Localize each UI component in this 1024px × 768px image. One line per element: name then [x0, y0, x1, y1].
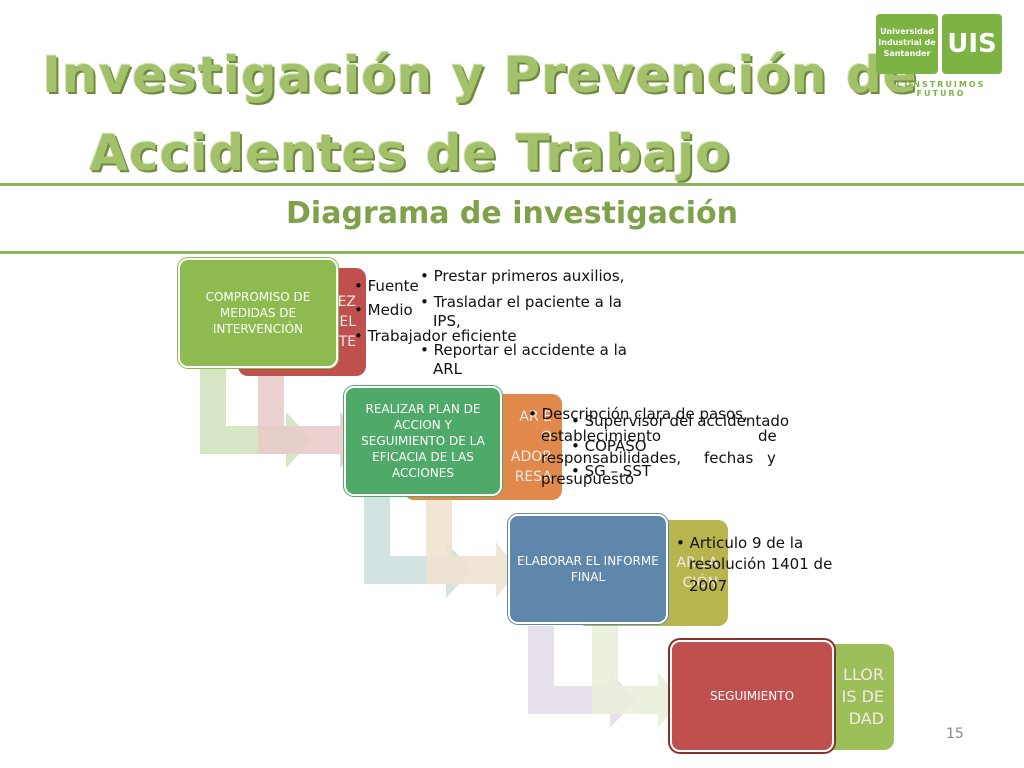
title-line-2: Accidentes de Trabajo — [89, 124, 731, 182]
step-2-outer-text-3: de — [758, 427, 777, 445]
logo-name-line-3: Santander — [883, 49, 931, 58]
step-1-outer-bullet-4: Reportar el accidente a la — [420, 340, 627, 360]
page-number: 15 — [946, 726, 964, 742]
step-3-back-text-1: AR LA — [676, 555, 718, 571]
top-divider — [0, 183, 1024, 186]
step-2-back-text-4: RESA — [514, 469, 552, 485]
step-1-outer-text-5: ARL — [433, 360, 463, 378]
step-1-inner-bullet-2: Medio — [354, 300, 413, 320]
step-4-label: SEGUIMIENTO — [709, 689, 795, 703]
step-1-outer-bullet-2: Trasladar el paciente a la — [420, 292, 622, 312]
step-2-inner-bullet-2: COPASO — [571, 436, 647, 456]
step-2-inner-bullet-1: Supervisor del accidentado — [571, 411, 790, 431]
step-3-bullet-1: Articulo 9 de la — [676, 533, 804, 553]
step-3-front-box: ELABORAR EL INFORME FINAL — [508, 514, 668, 624]
step-2-outer-text-5: fechas — [704, 449, 754, 467]
step-4-back-text-3: DAD — [848, 709, 884, 728]
title-line-1: Investigación y Prevención de — [42, 46, 918, 104]
step-1-outer-bullet-1: Prestar primeros auxilios, — [420, 266, 625, 286]
step-3-text-2: resolución 1401 de — [689, 555, 833, 573]
logo-monogram-box: UIS — [942, 14, 1002, 74]
logo-name-line-2: Industrial de — [878, 38, 936, 47]
step-4-back-text-2: IS DE — [841, 687, 884, 706]
arrow-2-orange — [426, 496, 518, 598]
step-2-inner-bullet-3: SG – SST — [571, 461, 651, 481]
arrow-1-red — [258, 368, 364, 468]
step-2-label: REALIZAR PLAN DE ACCION Y SEGUIMIENTO DE… — [361, 402, 485, 480]
step-3-label: ELABORAR EL INFORME FINAL — [517, 554, 659, 584]
logo-name-line-1: Universidad — [880, 27, 934, 36]
uis-logo: Universidad Industrial de Santander UIS … — [876, 12, 1006, 98]
step-2-front-box: REALIZAR PLAN DE ACCION Y SEGUIMIENTO DE… — [344, 386, 502, 496]
step-4-front-box: SEGUIMIENTO — [670, 640, 834, 752]
step-4-back-text-1: LLOR — [843, 665, 884, 684]
step-3-text-3: 2007 — [689, 577, 728, 595]
logo-monogram: UIS — [947, 29, 997, 59]
step-3-back-text-2: CIÓN — [682, 575, 718, 591]
logo-text-box: Universidad Industrial de Santander — [876, 14, 938, 74]
logo-tagline: CONSTRUIMOS FUTURO — [896, 80, 986, 98]
step-1-front-box: COMPROMISO DE MEDIDAS DE INTERVENCIÓN — [178, 258, 338, 368]
step-1-inner-bullet-1: Fuente — [354, 276, 419, 296]
arrow-3-olive — [592, 626, 680, 728]
step-1-back-text-1: EZ — [337, 294, 356, 310]
step-2-outer-text-6: y — [767, 449, 776, 467]
step-2-back-text-2: O — [540, 429, 552, 445]
subtitle: Diagrama de investigación — [286, 196, 738, 231]
step-1-label: COMPROMISO DE MEDIDAS DE INTERVENCIÓN — [205, 290, 311, 336]
step-1-outer-text-3: IPS, — [433, 312, 461, 330]
step-2-back-text-3: ADOR — [510, 449, 552, 465]
bottom-divider — [0, 251, 1024, 254]
